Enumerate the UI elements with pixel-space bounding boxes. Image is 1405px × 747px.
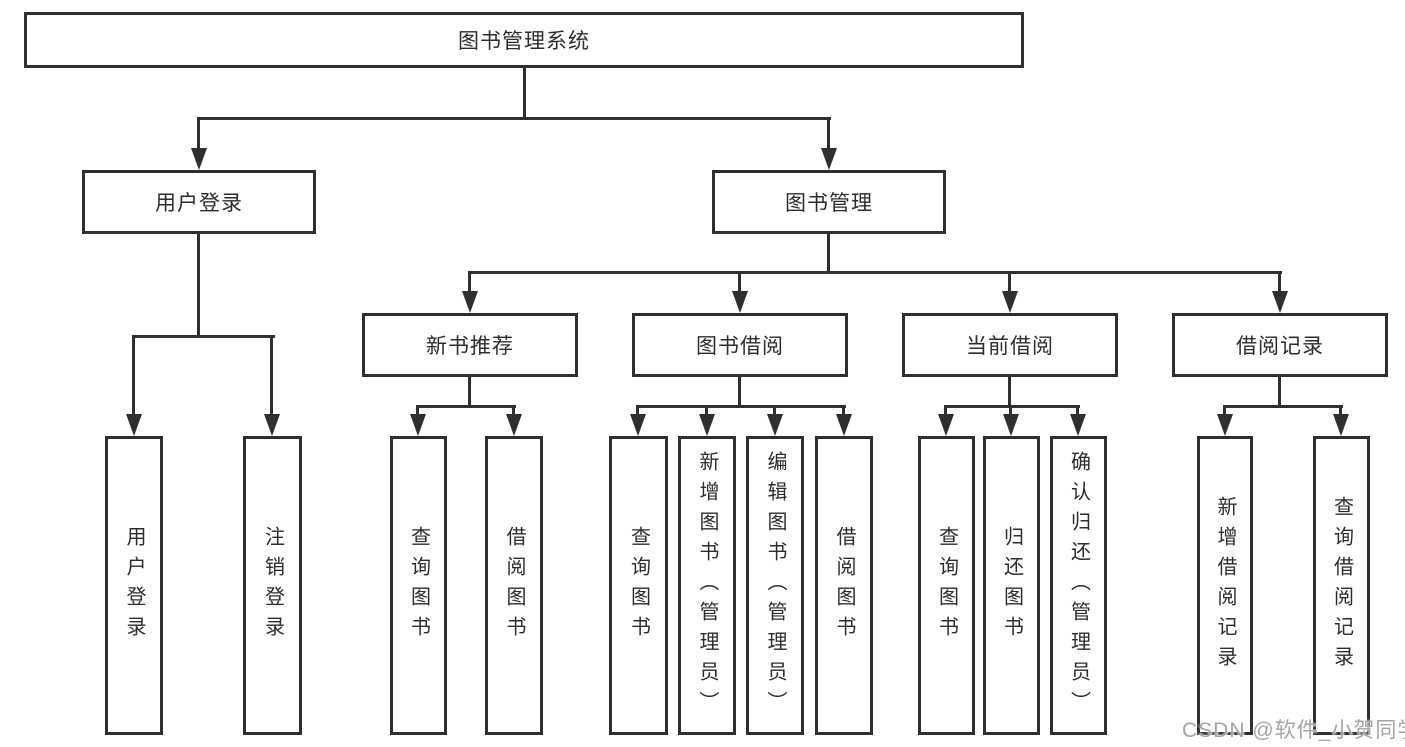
- node-current-borrowing: 当前借阅: [902, 313, 1118, 377]
- leaf-add-book-admin: 新增图书（管理员）: [678, 436, 736, 735]
- node-book-management: 图书管理: [712, 170, 946, 234]
- connector-segment: [827, 232, 830, 273]
- node-borrow-records-label: 借阅记录: [1236, 335, 1324, 358]
- connector-segment: [132, 335, 275, 338]
- leaf-add-borrow-record-label: 新增借阅记录: [1214, 495, 1236, 676]
- leaf-add-borrow-record: 新增借阅记录: [1197, 436, 1253, 735]
- leaf-query-books-borrowing: 查询图书: [609, 436, 668, 735]
- leaf-edit-book-admin-label: 编辑图书（管理员）: [764, 450, 786, 721]
- connector-segment: [468, 375, 471, 407]
- leaf-query-borrow-record-label: 查询借阅记录: [1330, 495, 1353, 676]
- arrowhead: [126, 414, 142, 436]
- connector-segment: [132, 335, 135, 414]
- connector-segment: [197, 117, 831, 120]
- arrowhead: [836, 414, 852, 436]
- leaf-query-books-recommend: 查询图书: [390, 436, 447, 735]
- arrowhead: [1003, 414, 1019, 436]
- node-book-management-label: 图书管理: [785, 192, 873, 215]
- node-new-book-recommend: 新书推荐: [362, 313, 578, 377]
- connector-segment: [1278, 375, 1281, 407]
- connector-segment: [1223, 405, 1343, 408]
- csdn-watermark: CSDN @软件_小贺同学: [1182, 719, 1405, 742]
- leaf-query-books-recommend-label: 查询图书: [407, 525, 430, 646]
- connector-segment: [270, 335, 273, 414]
- arrowhead: [191, 148, 207, 170]
- node-user-login: 用户登录: [82, 170, 316, 234]
- connector-segment: [773, 405, 776, 416]
- connector-segment: [197, 232, 200, 337]
- connector-segment: [944, 405, 1080, 408]
- leaf-query-books-current-label: 查询图书: [935, 525, 958, 646]
- arrowhead: [821, 148, 837, 170]
- connector-segment: [197, 117, 200, 150]
- arrowhead: [1070, 414, 1086, 436]
- arrowhead: [1272, 291, 1288, 313]
- leaf-confirm-return-admin-label: 确认归还（管理员）: [1067, 450, 1090, 721]
- node-new-book-recommend-label: 新书推荐: [426, 335, 514, 358]
- connector-segment: [1008, 375, 1011, 407]
- leaf-edit-book-admin: 编辑图书（管理员）: [746, 436, 804, 735]
- arrowhead: [1002, 291, 1018, 313]
- connector-segment: [738, 271, 741, 291]
- connector-segment: [1278, 271, 1281, 291]
- connector-segment: [636, 405, 639, 416]
- arrowhead: [410, 414, 426, 436]
- arrowhead: [264, 414, 280, 436]
- connector-segment: [512, 405, 515, 416]
- connector-segment: [944, 405, 947, 416]
- connector-segment: [523, 66, 526, 119]
- leaf-logout-label: 注销登录: [261, 525, 284, 646]
- node-book-borrowing-label: 图书借阅: [696, 335, 784, 358]
- leaf-logout: 注销登录: [243, 436, 302, 735]
- connector-segment: [468, 271, 1282, 274]
- leaf-add-book-admin-label: 新增图书（管理员）: [696, 450, 718, 721]
- leaf-borrow-books-recommend: 借阅图书: [485, 436, 543, 735]
- leaf-return-book-label: 归还图书: [1000, 525, 1023, 646]
- connector-segment: [636, 405, 846, 408]
- arrowhead: [1217, 414, 1233, 436]
- arrowhead: [1333, 414, 1349, 436]
- leaf-confirm-return-admin: 确认归还（管理员）: [1050, 436, 1107, 735]
- connector-segment: [416, 405, 419, 416]
- leaf-user-login: 用户登录: [105, 436, 163, 735]
- node-book-borrowing: 图书借阅: [632, 313, 848, 377]
- leaf-borrow-books-recommend-label: 借阅图书: [503, 525, 525, 646]
- connector-segment: [416, 405, 516, 408]
- node-borrow-records: 借阅记录: [1172, 313, 1388, 377]
- arrowhead: [462, 291, 478, 313]
- connector-segment: [705, 405, 708, 416]
- leaf-borrow-books-borrowing-label: 借阅图书: [833, 525, 855, 646]
- connector-segment: [738, 375, 741, 407]
- connector-segment: [1008, 271, 1011, 291]
- arrowhead: [699, 414, 715, 436]
- arrowhead: [630, 414, 646, 436]
- node-library-system: 图书管理系统: [24, 12, 1024, 68]
- leaf-user-login-label: 用户登录: [123, 525, 145, 646]
- arrowhead: [938, 414, 954, 436]
- leaf-borrow-books-borrowing: 借阅图书: [815, 436, 873, 735]
- leaf-query-books-borrowing-label: 查询图书: [627, 525, 650, 646]
- node-user-login-label: 用户登录: [155, 192, 243, 215]
- connector-segment: [1009, 405, 1012, 416]
- node-library-system-label: 图书管理系统: [458, 30, 590, 53]
- leaf-query-books-current: 查询图书: [918, 436, 975, 735]
- connector-segment: [1339, 405, 1342, 416]
- arrowhead: [506, 414, 522, 436]
- leaf-query-borrow-record: 查询借阅记录: [1313, 436, 1370, 735]
- node-current-borrowing-label: 当前借阅: [966, 335, 1054, 358]
- connector-segment: [1076, 405, 1079, 416]
- connector-segment: [827, 117, 830, 150]
- connector-segment: [468, 271, 471, 291]
- connector-segment: [842, 405, 845, 416]
- arrowhead: [767, 414, 783, 436]
- leaf-return-book: 归还图书: [983, 436, 1040, 735]
- connector-segment: [1223, 405, 1226, 416]
- arrowhead: [732, 291, 748, 313]
